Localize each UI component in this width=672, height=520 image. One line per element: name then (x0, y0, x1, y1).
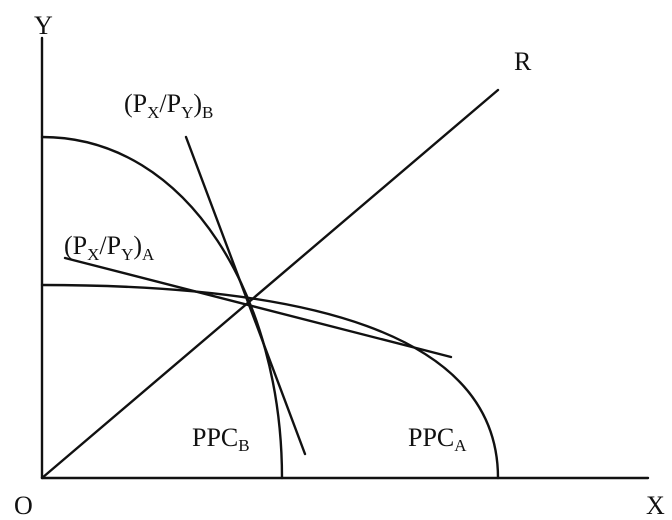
x-axis-label: X (646, 491, 665, 520)
price-line-b (184, 135, 307, 456)
origin-label: O (14, 491, 33, 520)
ray-r-label: R (514, 47, 532, 76)
ray-r-line (40, 88, 500, 480)
ppc-a-curve (40, 283, 500, 480)
ppc-b-curve (40, 135, 284, 480)
price-ratio-b-label: (PX/PY)B (124, 89, 213, 122)
y-axis-label: Y (34, 11, 53, 40)
ppc-a-label: PPCA (408, 423, 467, 455)
price-line-a (63, 256, 453, 359)
ppc-b-label: PPCB (192, 423, 250, 455)
price-ratio-a-label: (PX/PY)A (64, 231, 155, 264)
